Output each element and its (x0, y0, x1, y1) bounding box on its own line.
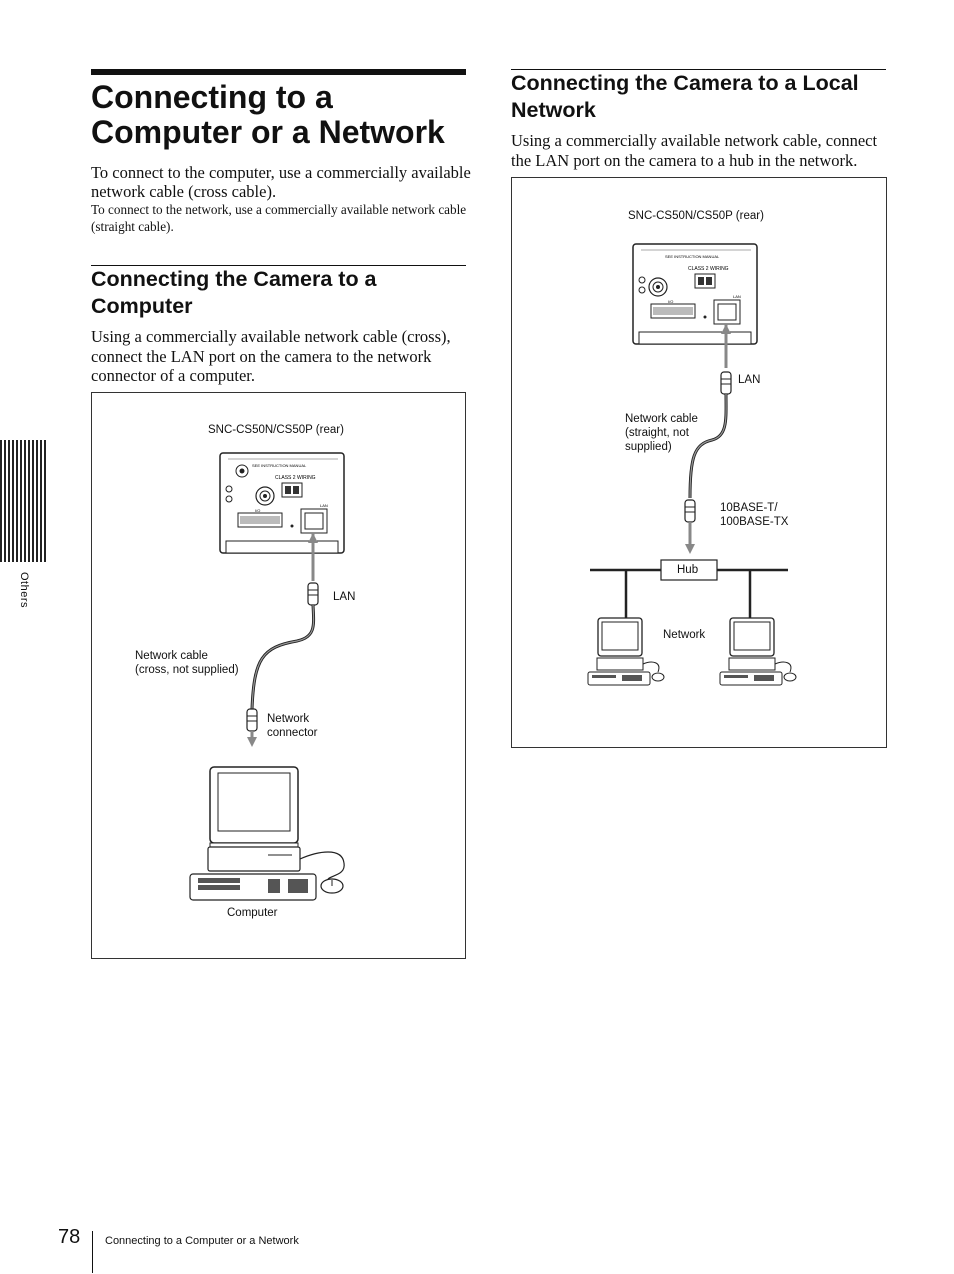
diagram-computer: SEE INSTRUCTION MANUAL CLASS 2 WIRING I/… (189, 452, 345, 901)
section-heading-network: Connecting the Camera to a Local Network (511, 71, 859, 122)
title-rule (91, 69, 466, 75)
cable-label-line2: (straight, not (625, 427, 689, 439)
camera-label: SNC-CS50N/CS50P (rear) (628, 210, 764, 222)
section-tab-bars (0, 440, 47, 562)
diagram-network: SEE INSTRUCTION MANUAL CLASS 2 WIRING I/… (587, 243, 797, 686)
camera-rear-icon: SEE INSTRUCTION MANUAL CLASS 2 WIRING I/… (632, 243, 758, 345)
figure-network-connection: SEE INSTRUCTION MANUAL CLASS 2 WIRING I/… (511, 177, 887, 748)
footer-rule (92, 1231, 93, 1273)
hub-label: Hub (677, 564, 699, 576)
svg-text:CLASS 2 WIRING: CLASS 2 WIRING (688, 266, 729, 272)
base-label-line2: 100BASE-TX (720, 516, 789, 528)
lan-label: LAN (333, 591, 356, 603)
lan-label: LAN (738, 374, 761, 386)
svg-text:SEE INSTRUCTION MANUAL: SEE INSTRUCTION MANUAL (252, 463, 307, 468)
network-bus-icon (590, 559, 788, 618)
straight-cable-icon (684, 324, 732, 554)
intro-small: To connect to the network, use a commerc… (91, 202, 467, 234)
section-rule-computer (91, 265, 466, 266)
page-title: Connecting to a Computer or a Network (91, 79, 445, 150)
cross-cable-icon (246, 533, 319, 747)
section-body-computer: Using a commercially available network c… (91, 327, 451, 385)
section-rule-network (511, 69, 886, 70)
section-body-network: Using a commercially available network c… (511, 131, 878, 170)
computer-icon-left (587, 617, 665, 686)
section-tab-label: Others (18, 572, 30, 609)
svg-text:I/O: I/O (668, 299, 673, 304)
camera-rear-icon: SEE INSTRUCTION MANUAL CLASS 2 WIRING I/… (219, 452, 345, 554)
base-label-line1: 10BASE-T/ (720, 502, 778, 514)
cable-label-line2: (cross, not supplied) (135, 664, 239, 676)
computer-icon (189, 766, 345, 901)
camera-label: SNC-CS50N/CS50P (rear) (208, 424, 344, 436)
connector-label-line1: Network (267, 713, 310, 725)
page-number: 78 (58, 1226, 81, 1248)
computer-icon-right (719, 617, 797, 686)
footer-running-title: Connecting to a Computer or a Network (105, 1235, 299, 1247)
cable-label-line1: Network cable (625, 413, 698, 425)
svg-text:LAN: LAN (733, 294, 741, 299)
figure-computer-connection: SEE INSTRUCTION MANUAL CLASS 2 WIRING I/… (91, 392, 466, 959)
svg-text:SEE INSTRUCTION MANUAL: SEE INSTRUCTION MANUAL (665, 254, 720, 259)
connector-label-line2: connector (267, 727, 318, 739)
cable-label-line1: Network cable (135, 650, 208, 662)
intro-large: To connect to the computer, use a commer… (91, 163, 471, 201)
svg-text:I/O: I/O (255, 508, 260, 513)
cable-label-line3: supplied) (625, 441, 672, 453)
section-heading-computer: Connecting the Camera to a Computer (91, 267, 377, 318)
network-label: Network (663, 629, 706, 641)
computer-label: Computer (227, 907, 278, 919)
svg-text:LAN: LAN (320, 503, 328, 508)
svg-text:CLASS 2 WIRING: CLASS 2 WIRING (275, 475, 316, 481)
